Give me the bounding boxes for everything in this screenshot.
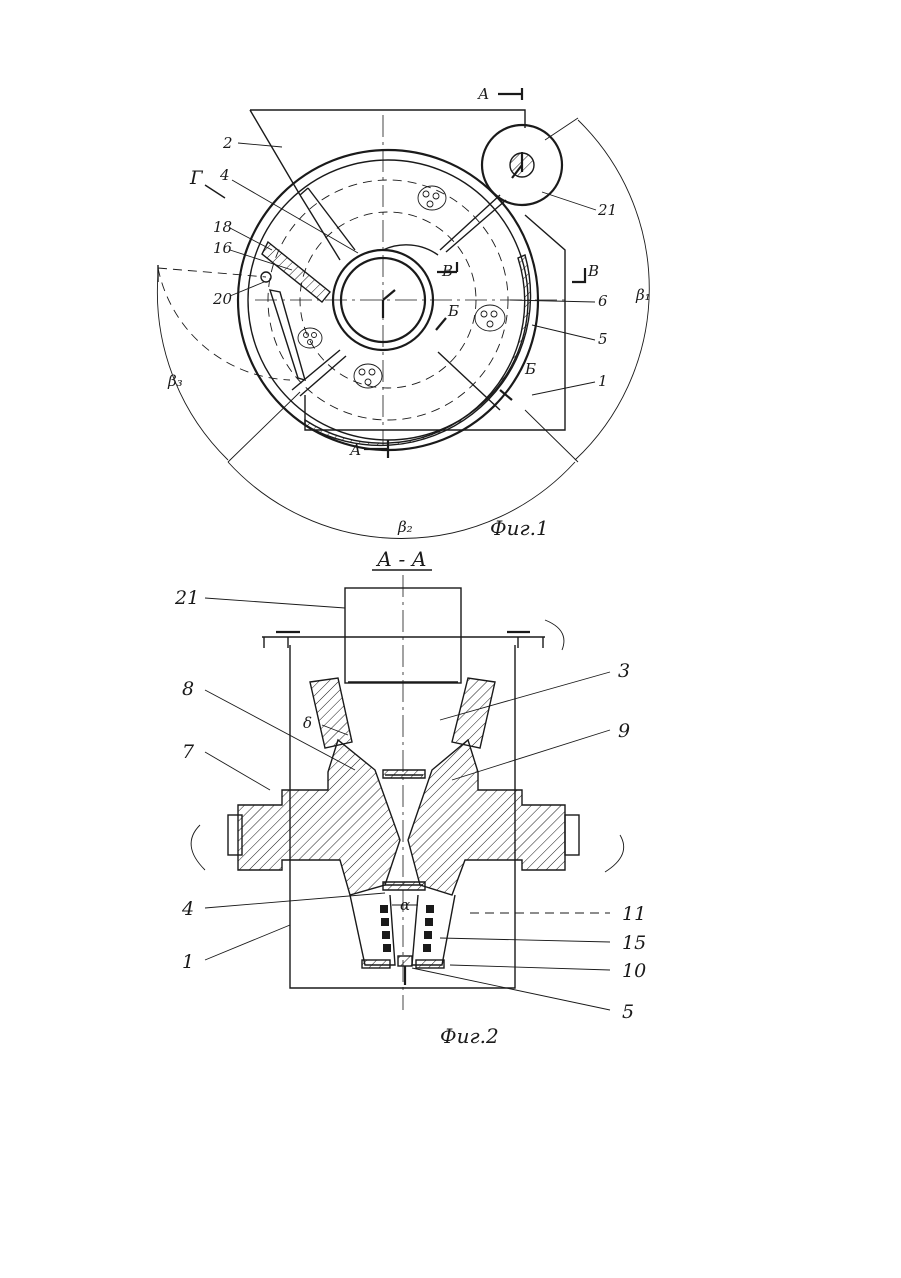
divider-lower-left-2	[300, 356, 346, 396]
gap-delta-label: δ	[303, 714, 312, 732]
spring-column-left	[380, 905, 391, 952]
leader-fig2-10	[450, 965, 610, 970]
divider-upper-right	[440, 195, 500, 250]
particle-patch-top	[418, 186, 446, 210]
fig2-part-7-label: 7	[182, 741, 195, 763]
leader-5	[532, 325, 595, 340]
leader-fig2-5	[412, 968, 610, 1010]
part-6-label: 6	[598, 292, 608, 310]
upper-ring	[383, 770, 425, 778]
angle-beta2-label: β₂	[397, 518, 413, 536]
leader-4	[232, 180, 358, 253]
figure-1: А А В В Б Б Г 2 4 18 16 20 21 6 5 1 β₁ β…	[157, 85, 650, 540]
right-shaft	[565, 815, 579, 855]
section-a-top-label: А	[477, 85, 489, 103]
part-4-label: 4	[219, 166, 230, 184]
divider-lower-left	[292, 350, 340, 390]
fig2-part-21-label: 21	[174, 587, 199, 609]
spring-column-right	[423, 905, 434, 952]
fig2-part-1-label: 1	[182, 951, 194, 973]
base-plate-right	[416, 960, 444, 968]
angle-alpha-label: α	[400, 896, 410, 914]
right-rotor	[408, 740, 565, 895]
rotation-arrow-right	[605, 835, 624, 872]
leader-2	[238, 143, 282, 147]
section-a-a-title: А - А	[375, 547, 427, 571]
fig2-part-5-label: 5	[622, 1001, 634, 1023]
leader-fig2-15	[440, 938, 610, 942]
section-v-left-label: В	[441, 262, 453, 280]
part-18-label: 18	[213, 218, 232, 236]
section-b-upper-mark	[436, 318, 446, 330]
bottom-nut	[398, 956, 412, 966]
part-20-label: 20	[212, 290, 233, 308]
liner-9	[452, 678, 495, 748]
figure-1-caption: Фиг.1	[490, 516, 549, 540]
lower-ring	[383, 882, 425, 890]
part-1-label: 1	[598, 372, 608, 390]
leader-fig2-4	[205, 893, 385, 908]
support-legs	[264, 637, 543, 648]
beta-boundary-top	[545, 118, 578, 140]
fig2-part-8-label: 8	[182, 678, 194, 700]
leader-20	[230, 282, 264, 296]
leader-fig2-7	[205, 752, 270, 790]
particle-patch-bottom	[354, 364, 382, 388]
beta-boundary-right	[525, 410, 578, 462]
leader-fig2-21	[205, 598, 345, 608]
fig2-part-11-label: 11	[622, 903, 646, 925]
fig2-part-3-label: 3	[618, 660, 630, 682]
fig2-part-10-label: 10	[622, 960, 646, 982]
angle-beta1-label: β₁	[635, 286, 651, 304]
section-b-upper-label: Б	[447, 302, 459, 320]
base-plate-left	[362, 960, 390, 968]
part-21-label: 21	[597, 201, 617, 219]
leader-1	[532, 382, 595, 395]
scraper-arm	[262, 242, 330, 302]
section-a-bottom-label: А	[349, 441, 361, 459]
rotation-arrow-left	[191, 825, 205, 870]
liner-8	[310, 678, 352, 748]
fig2-part-4-label: 4	[181, 898, 194, 920]
part-16-label: 16	[213, 239, 233, 257]
section-a-top-mark	[498, 88, 522, 100]
divider-upper-right-2	[446, 200, 506, 252]
part-2-label: 2	[222, 134, 233, 152]
particle-patch-left	[298, 328, 322, 348]
view-g-label: Г	[189, 167, 204, 189]
figure-2: А - А	[174, 547, 646, 1048]
left-rotor	[238, 740, 400, 895]
particle-patch-right	[475, 305, 505, 331]
leader-21	[542, 192, 596, 210]
section-v-right-label: В	[587, 262, 599, 280]
angle-beta3-label: β₃	[167, 372, 183, 390]
part-5-label: 5	[598, 330, 608, 348]
fig2-part-15-label: 15	[622, 932, 646, 954]
leader-fig2-1	[205, 925, 290, 960]
beta-boundary-left	[228, 392, 300, 462]
fig2-part-9-label: 9	[618, 720, 630, 742]
figure-2-caption: Фиг.2	[440, 1024, 499, 1048]
rotation-arrow-top	[545, 620, 564, 650]
section-b-lower-label: Б	[524, 360, 536, 378]
section-v-right-mark	[572, 268, 585, 282]
hub-axis-mark-2	[383, 290, 395, 300]
divider-lower-right	[438, 352, 500, 410]
arrow-g	[205, 185, 225, 198]
